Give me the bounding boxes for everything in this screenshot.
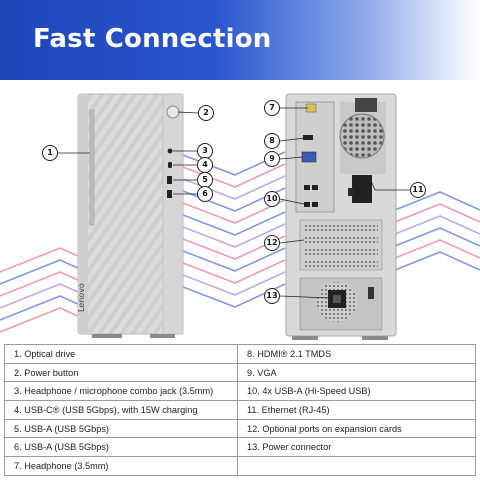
table-cell: 10. 4x USB-A (Hi-Speed USB) — [237, 381, 476, 402]
front-brand-text: Lenovo — [77, 283, 86, 312]
table-row: 6. USB-A (USB 5Gbps) 13. Power connector — [4, 437, 476, 458]
usb-a-port-icon — [167, 190, 172, 198]
table-cell: 12. Optional ports on expansion cards — [237, 418, 476, 439]
background-stripes: Lenovo — [0, 93, 480, 340]
table-cell: 13. Power connector — [237, 437, 476, 458]
usb-c-port-icon — [168, 162, 172, 168]
ports-table: 1. Optical drive 8. HDMI® 2.1 TMDS 2. Po… — [4, 344, 476, 476]
callout-1: 1 — [42, 145, 58, 161]
table-row: 1. Optical drive 8. HDMI® 2.1 TMDS — [4, 344, 476, 364]
callout-11: 11 — [410, 182, 426, 198]
table-cell — [237, 456, 476, 476]
table-cell: 1. Optical drive — [4, 344, 238, 364]
usb-a-port-icon — [167, 176, 172, 184]
table-cell: 4. USB-C® (USB 5Gbps), with 15W charging — [4, 400, 238, 420]
optical-drive-slot — [89, 109, 95, 226]
table-row: 7. Headphone (3.5mm) — [4, 456, 476, 476]
table-cell: 5. USB-A (USB 5Gbps) — [4, 418, 238, 439]
callout-9: 9 — [264, 151, 280, 167]
callout-4: 4 — [197, 157, 213, 173]
table-cell: 7. Headphone (3.5mm) — [4, 456, 238, 476]
table-cell: 11. Ethernet (RJ-45) — [237, 400, 476, 420]
callout-10: 10 — [264, 191, 280, 207]
callout-6: 6 — [197, 186, 213, 202]
table-cell: 9. VGA — [237, 362, 476, 383]
rear-tower — [285, 93, 397, 340]
callout-12: 12 — [264, 235, 280, 251]
callout-8: 8 — [264, 133, 280, 149]
header-banner: Fast Connection — [0, 0, 480, 80]
table-row: 5. USB-A (USB 5Gbps) 12. Optional ports … — [4, 418, 476, 439]
table-row: 2. Power button 9. VGA — [4, 362, 476, 383]
power-button-icon — [166, 105, 180, 119]
callout-7: 7 — [264, 100, 280, 116]
table-cell: 3. Headphone / microphone combo jack (3.… — [4, 381, 238, 402]
callout-13: 13 — [264, 288, 280, 304]
combo-jack-icon — [167, 148, 173, 154]
table-cell: 2. Power button — [4, 362, 238, 383]
banner-title: Fast Connection — [33, 24, 272, 54]
front-tower — [77, 93, 184, 338]
table-row: 3. Headphone / microphone combo jack (3.… — [4, 381, 476, 402]
product-illustration: Lenovo — [0, 80, 480, 342]
table-row: 4. USB-C® (USB 5Gbps), with 15W charging… — [4, 400, 476, 420]
callout-2: 2 — [198, 105, 214, 121]
table-cell: 8. HDMI® 2.1 TMDS — [237, 344, 476, 364]
table-cell: 6. USB-A (USB 5Gbps) — [4, 437, 238, 458]
